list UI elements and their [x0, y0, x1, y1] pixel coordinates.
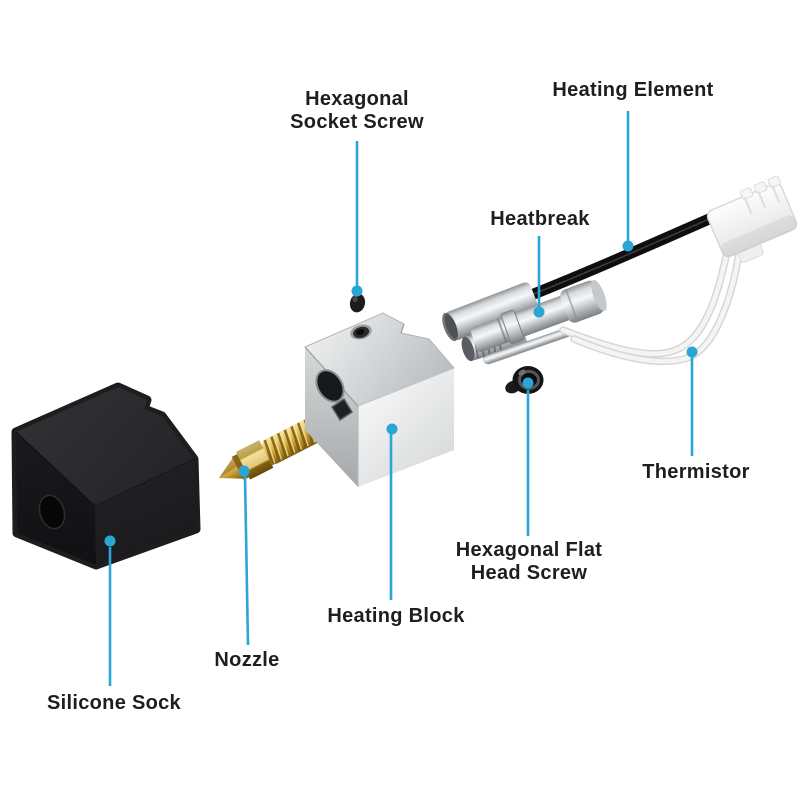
label-hexagonal-flat-head-screw: Hexagonal Flat Head Screw — [455, 539, 603, 584]
dot-heating-element — [622, 240, 634, 252]
label-hexagonal-socket-screw: Hexagonal Socket Screw — [290, 88, 424, 133]
label-thermistor: Thermistor — [642, 461, 750, 483]
dot-silicone-sock — [104, 535, 116, 547]
heating-block-part — [304, 312, 455, 487]
dot-hexagonal-flat-head-screw — [522, 377, 534, 389]
label-heating-element: Heating Element — [552, 79, 714, 101]
dot-thermistor — [686, 346, 698, 358]
leader-lines — [104, 111, 698, 686]
label-heating-block: Heating Block — [327, 605, 465, 627]
dot-nozzle — [238, 465, 250, 477]
label-heatbreak: Heatbreak — [490, 208, 590, 230]
connector — [706, 175, 798, 263]
dot-hexagonal-socket-screw — [351, 285, 363, 297]
hex-socket-screw-part — [349, 293, 366, 313]
leader-nozzle — [243, 475, 250, 646]
silicone-sock-part — [11, 382, 201, 570]
label-nozzle: Nozzle — [214, 649, 280, 671]
heatbreak-assembly — [442, 279, 607, 365]
dot-heating-block — [386, 423, 398, 435]
dot-heatbreak — [533, 306, 545, 318]
label-silicone-sock: Silicone Sock — [47, 692, 181, 714]
